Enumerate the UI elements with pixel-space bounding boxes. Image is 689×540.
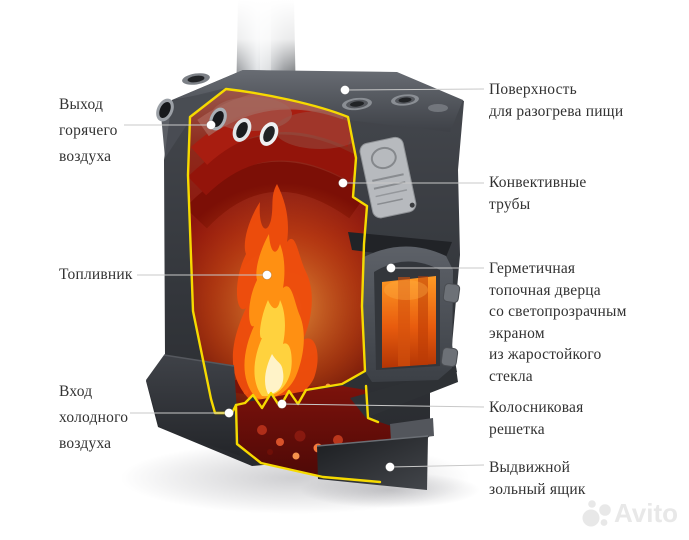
callout-label: со светопрозрачным [489, 303, 627, 320]
callout-label: Выдвижной [489, 459, 571, 476]
base-pedestal [146, 355, 240, 456]
callout-label: Топливник [59, 266, 133, 283]
cutaway-outline [186, 87, 382, 484]
callout-firebox: Топливник [59, 262, 133, 288]
callout-sealed-door: Герметичная топочная дверца со светопроз… [489, 258, 627, 387]
callout-hot-air-outlet: Выход горячего воздуха [59, 92, 118, 170]
callout-label: холодного [59, 409, 129, 426]
callout-label: Герметичная [489, 260, 576, 277]
callout-label: Колосниковая [489, 399, 584, 416]
callout-label: Конвективные [489, 174, 587, 191]
door-hinge-top [442, 283, 461, 304]
leader-grate [281, 403, 485, 408]
callout-cold-air-inlet: Вход холодного воздуха [59, 379, 128, 457]
callout-label: Вход [59, 383, 93, 400]
callout-label: экраном [489, 324, 545, 342]
callout-grate: Колосниковая решетка [489, 397, 583, 440]
avito-watermark: Avito [582, 498, 678, 528]
callout-label: стекла [489, 367, 533, 385]
callout-label: воздуха [59, 148, 112, 165]
callout-cooking-surface: Поверхность для разогрева пищи [489, 79, 623, 122]
callout-label: трубы [489, 195, 531, 213]
leader-lines [124, 88, 485, 468]
top-face-rings [182, 73, 448, 112]
callout-label: горячего [59, 122, 118, 139]
callout-label: зольный ящик [489, 480, 586, 498]
callout-label: воздуха [59, 435, 112, 452]
ash-drawer-art [316, 418, 434, 490]
callout-ash-drawer: Выдвижной зольный ящик [489, 457, 586, 500]
door-glass [382, 276, 436, 368]
stove-door [348, 232, 461, 382]
callout-label: Поверхность [489, 81, 577, 98]
callout-label: из жаростойкого [489, 346, 602, 363]
door-hinge-bottom [440, 347, 459, 368]
avito-watermark-text: Avito [614, 498, 678, 528]
firebox-fire [232, 184, 318, 403]
leader-ash-drawer [389, 464, 485, 468]
avito-logo-icon [582, 500, 611, 527]
leader-dots [206, 85, 396, 472]
stove-top-face [172, 70, 463, 132]
callout-label: решетка [489, 420, 545, 438]
leader-cooking-surface [344, 88, 485, 91]
callout-convection-tubes: Конвективные трубы [489, 172, 586, 215]
callout-label: топочная дверца [489, 281, 601, 299]
callout-label: для разогрева пищи [489, 102, 624, 120]
callout-label: Выход [59, 96, 104, 113]
hot-air-outlet-holes [156, 98, 279, 146]
